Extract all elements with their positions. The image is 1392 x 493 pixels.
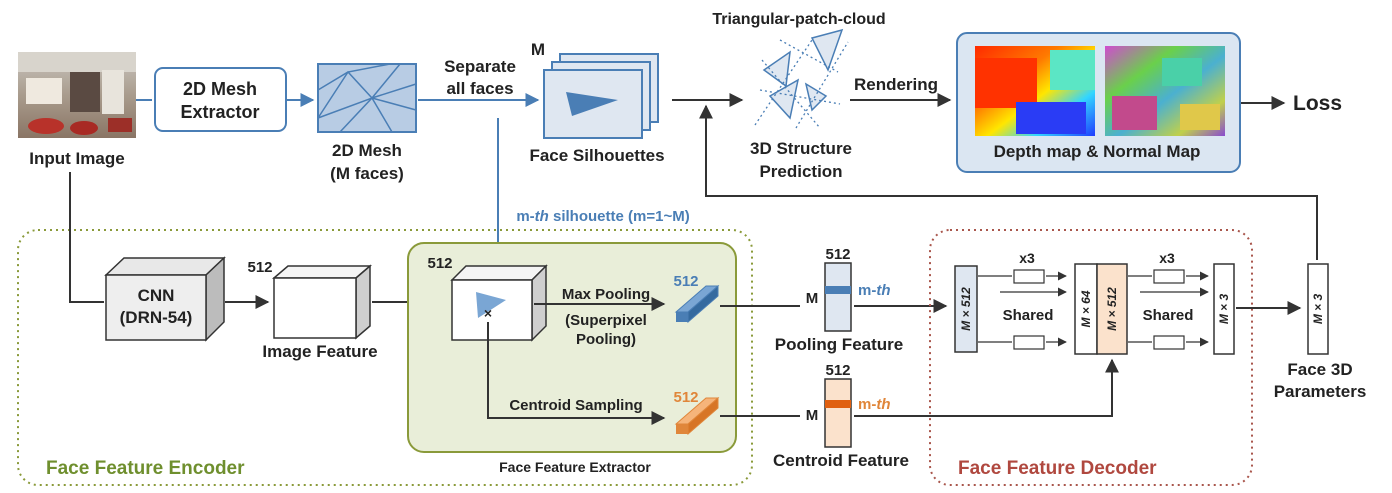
silhouettes-m-label: M (531, 40, 545, 59)
arrow-centroid (487, 322, 666, 425)
mesh-label-line1: 2D Mesh (332, 141, 402, 160)
mesh-label-line2: (M faces) (330, 164, 404, 183)
pool-vector (674, 284, 720, 324)
centroid-feature-mth: m-th (858, 396, 891, 413)
face-params-dim: M × 3 (1311, 294, 1325, 325)
rendering-label: Rendering (854, 75, 938, 94)
mlp2-shared: Shared (1143, 307, 1194, 324)
structure-line2: Prediction (759, 162, 842, 181)
centroid-vector-dim: 512 (673, 389, 698, 406)
maps-label: Depth map & Normal Map (994, 142, 1201, 161)
mlp1-shared: Shared (1003, 307, 1054, 324)
silhouette-stack (543, 53, 659, 139)
decoder-hidden-dim: M × 64 (1079, 290, 1093, 327)
image-feature-label: Image Feature (262, 342, 377, 361)
face-params-column (1307, 263, 1329, 355)
mesh-grid (317, 63, 417, 133)
centroid-feature-column (824, 378, 852, 448)
mesh-extractor-box (154, 67, 287, 132)
separate-line2: all faces (446, 79, 513, 98)
patch-cloud-label: Triangular-patch-cloud (712, 11, 885, 28)
decoder-input-column (954, 265, 978, 353)
feedback-arrow (699, 104, 1318, 260)
max-pool-line3: Pooling) (576, 331, 636, 348)
patch-cloud (754, 28, 849, 129)
centroid-feature-highlight (825, 400, 851, 408)
arrow-centroid-decoder (854, 358, 1119, 417)
centroid-vector (674, 396, 720, 436)
decoder-title: Face Feature Decoder (958, 458, 1157, 479)
decoder-output-dim: M × 3 (1217, 294, 1231, 325)
decoder-centroid-column (1096, 263, 1128, 355)
centroid-feature-dim: 512 (825, 362, 850, 379)
centroid-feature-label: Centroid Feature (773, 451, 909, 470)
structure-line1: 3D Structure (750, 139, 852, 158)
centroid-cross: × (484, 305, 492, 321)
mlp1 (978, 269, 1067, 350)
extractor-dim: 512 (427, 255, 452, 272)
pool-feature-m: M (806, 290, 819, 307)
cnn-line1: CNN (138, 286, 175, 305)
centroid-sampling-label: Centroid Sampling (509, 397, 642, 414)
decoder-input-dim: M × 512 (959, 287, 973, 331)
image-feature-block (271, 264, 373, 340)
mesh-extractor-line1: 2D Mesh (183, 79, 257, 99)
silhouette-caption: m-th silhouette (m=1~M) (516, 208, 689, 225)
pool-feature-highlight (825, 286, 851, 294)
max-pool-line2: (Superpixel (565, 312, 647, 329)
cnn-line2: (DRN-54) (120, 308, 193, 327)
mlp2 (1128, 269, 1209, 350)
mlp1-repeat: x3 (1019, 250, 1035, 266)
decoder-centroid-dim: M × 512 (1105, 287, 1119, 331)
cnn-block (104, 256, 226, 342)
extractor-title: Face Feature Extractor (499, 459, 651, 475)
pool-feature-column (824, 262, 852, 332)
separate-line1: Separate (444, 57, 516, 76)
face-params-line1: Face 3D (1287, 360, 1352, 379)
loss-label: Loss (1293, 92, 1342, 115)
decoder-region (929, 229, 1253, 486)
pool-vector-dim: 512 (673, 273, 698, 290)
max-pool-line1: Max Pooling (562, 286, 650, 303)
masked-feature-block (450, 264, 548, 342)
centroid-feature-m: M (806, 407, 819, 424)
pool-feature-label: Pooling Feature (775, 335, 903, 354)
pool-feature-dim: 512 (825, 246, 850, 263)
arrow-image-cnn (69, 172, 104, 303)
normal-map (1105, 46, 1225, 136)
pool-feature-mth: m-th (858, 282, 891, 299)
image-feature-dim: 512 (247, 259, 272, 276)
face-params-line2: Parameters (1274, 382, 1367, 401)
decoder-output-column (1213, 263, 1235, 355)
mesh-extractor-line2: Extractor (180, 102, 259, 122)
mlp2-repeat: x3 (1159, 250, 1175, 266)
silhouettes-label: Face Silhouettes (529, 146, 664, 165)
encoder-title: Face Feature Encoder (46, 458, 245, 479)
input-image-label: Input Image (29, 149, 124, 168)
input-image (18, 52, 136, 138)
depth-map (975, 46, 1095, 136)
